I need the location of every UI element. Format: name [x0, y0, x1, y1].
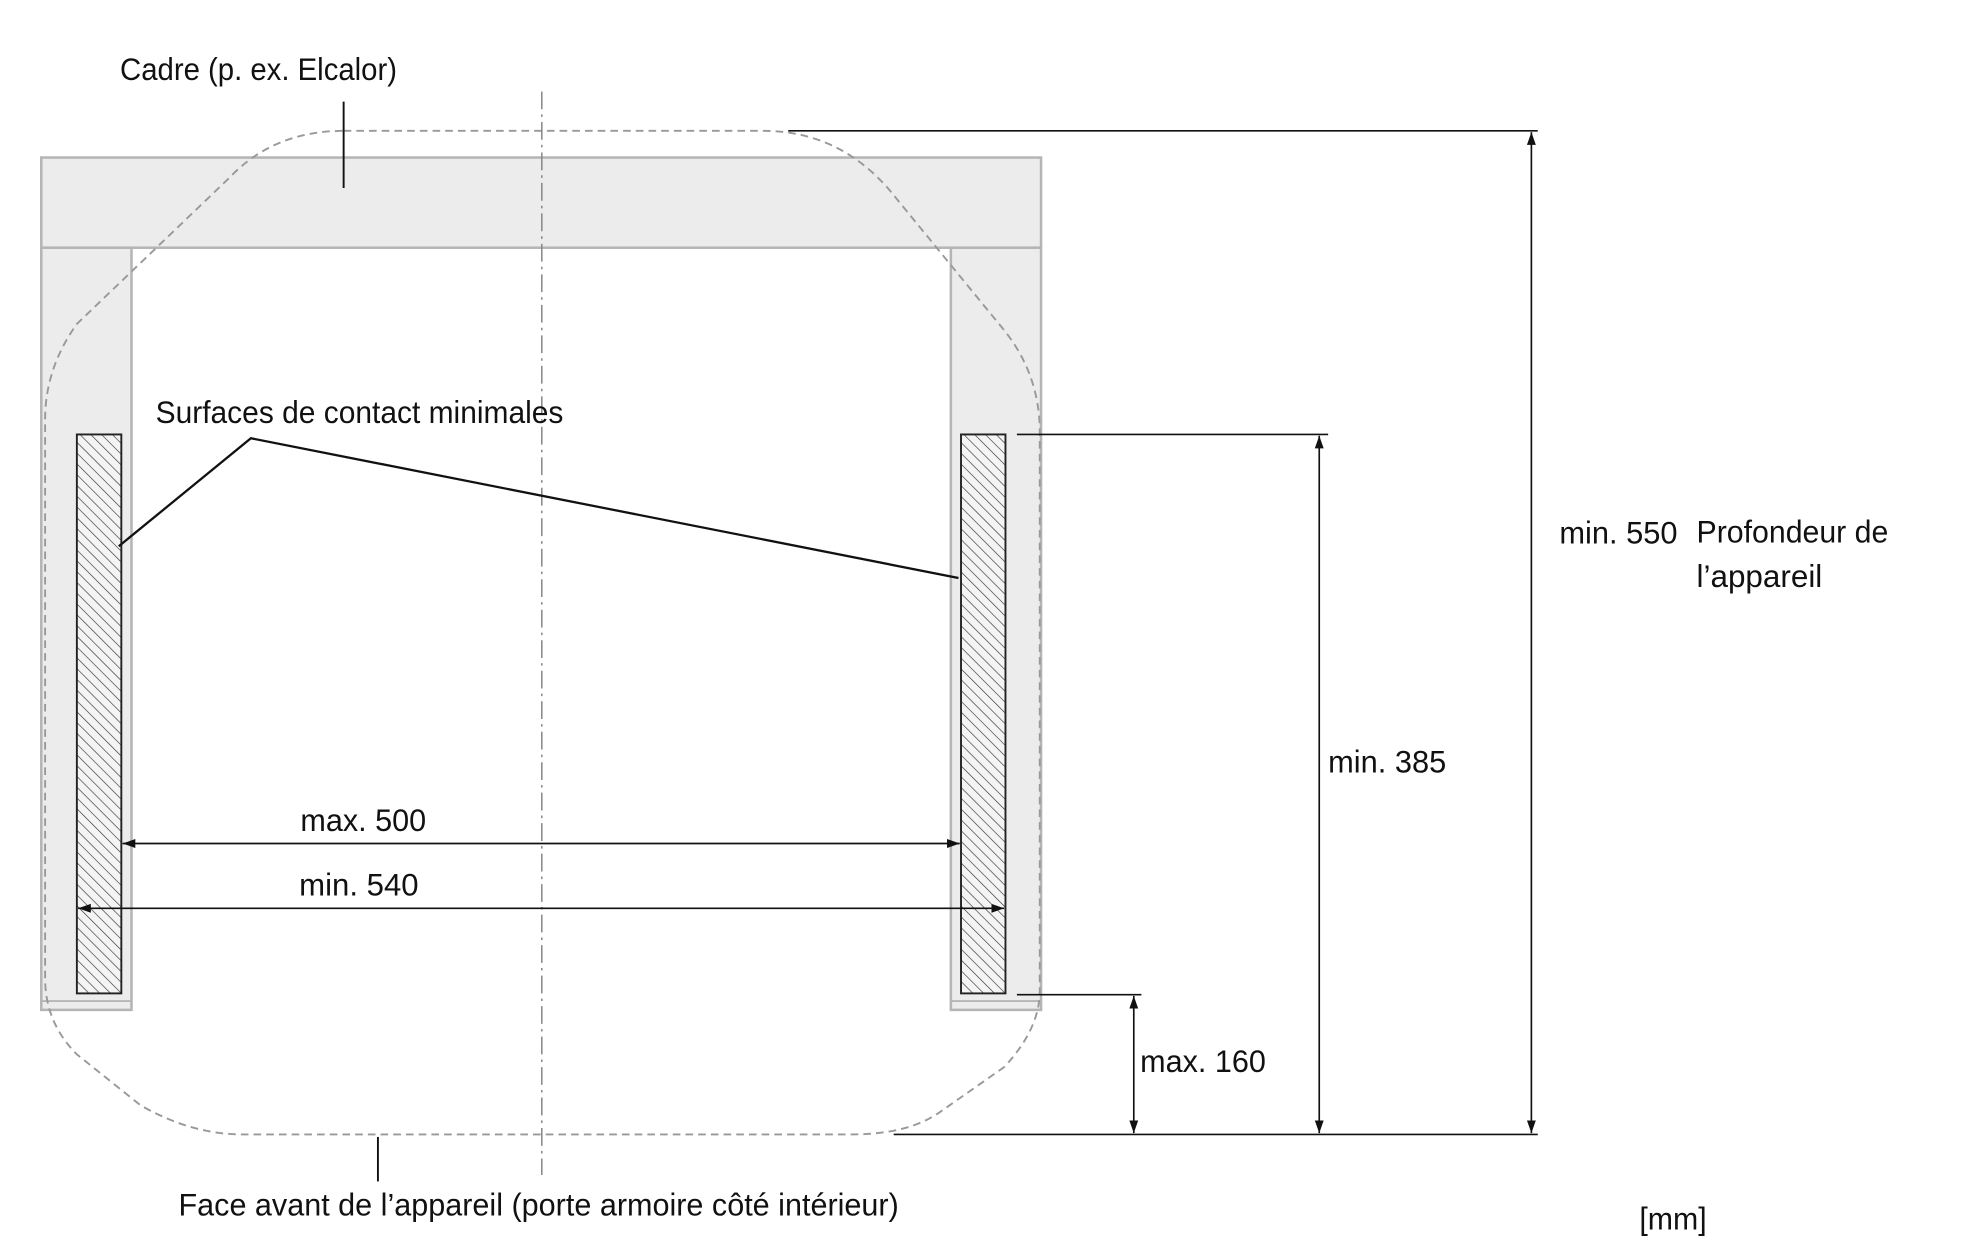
max-500-label: max. 500	[300, 802, 426, 838]
front-face-label: Face avant de l’appareil (porte armoire …	[178, 1187, 898, 1223]
min-385-label: min. 385	[1328, 743, 1446, 779]
contact-surface-left	[75, 433, 123, 995]
depth-label-line1: Profondeur de	[1697, 513, 1889, 549]
dimension-lines	[78, 130, 1538, 1136]
unit-label: [mm]	[1639, 1201, 1706, 1237]
max-160-label: max. 160	[1140, 1043, 1266, 1079]
depth-label-line2: l’appareil	[1697, 558, 1823, 594]
min-540-label: min. 540	[299, 867, 418, 903]
frame-label: Cadre (p. ex. Elcalor)	[120, 51, 397, 87]
min-550-label: min. 550	[1559, 515, 1677, 551]
contact-surface-right	[960, 433, 1007, 995]
contact-leader	[118, 437, 959, 580]
contact-surfaces-label: Surfaces de contact minimales	[156, 394, 564, 430]
device-outline	[44, 129, 1041, 1136]
